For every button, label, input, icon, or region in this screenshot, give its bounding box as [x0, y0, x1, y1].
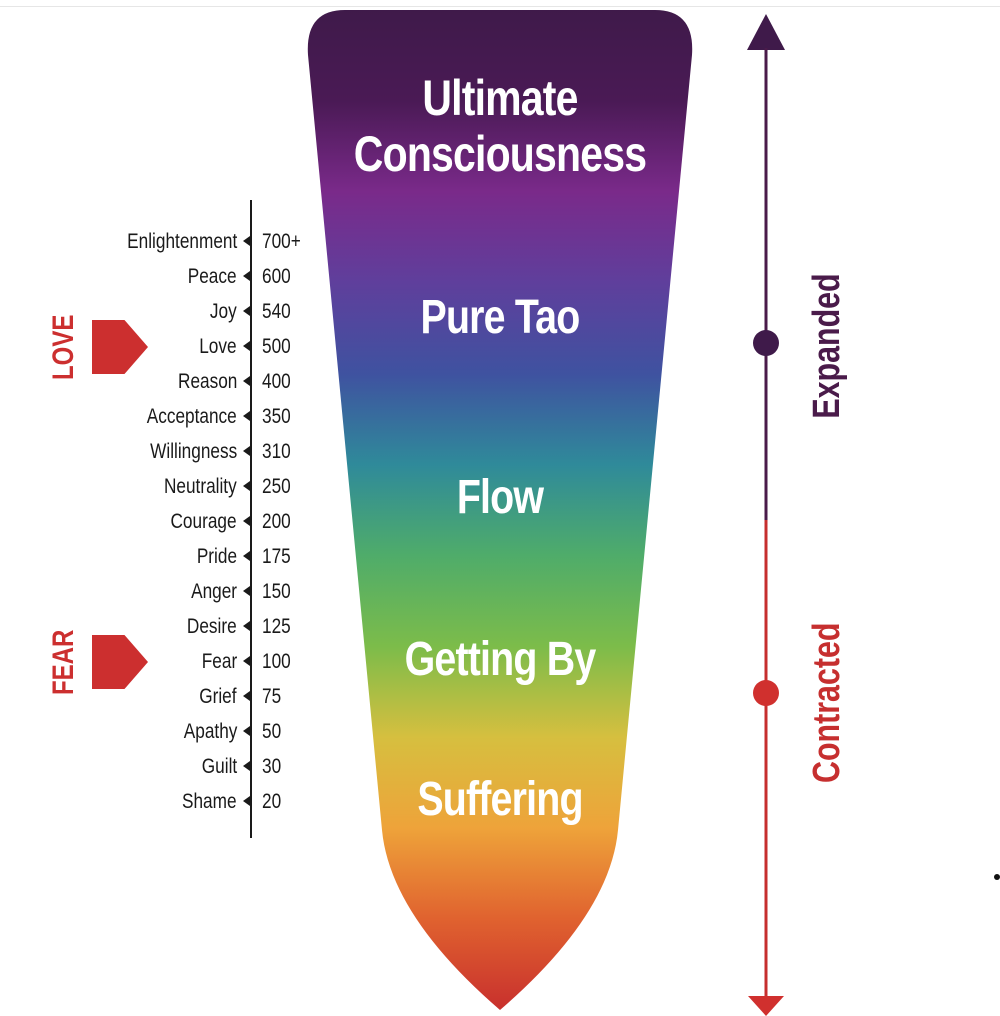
- level-value: 30: [262, 755, 282, 778]
- level-name: Willingness: [149, 440, 237, 463]
- level-tick-icon: [243, 411, 250, 421]
- level-tick-icon: [243, 481, 250, 491]
- level-name: Grief: [199, 685, 237, 708]
- level-row: Courage 200: [60, 504, 320, 539]
- level-row: Peace 600: [60, 259, 320, 294]
- level-name: Courage: [170, 510, 237, 533]
- level-tick-icon: [243, 586, 250, 596]
- level-value: 540: [262, 300, 291, 323]
- level-value: 100: [262, 650, 291, 673]
- axis-up-arrow-icon: [747, 14, 785, 50]
- level-name: Desire: [187, 615, 237, 638]
- level-row: Fear 100: [60, 644, 320, 679]
- level-tick-icon: [243, 621, 250, 631]
- level-name: Fear: [201, 650, 237, 673]
- level-value: 350: [262, 405, 291, 428]
- level-name: Enlightenment: [126, 230, 237, 253]
- level-row: Enlightenment 700+: [60, 224, 320, 259]
- level-tick-icon: [243, 306, 250, 316]
- level-tick-icon: [243, 516, 250, 526]
- level-value: 500: [262, 335, 291, 358]
- expanded-contracted-axis: [747, 14, 785, 1016]
- level-tick-icon: [243, 761, 250, 771]
- stray-dot: [994, 874, 1000, 880]
- level-tick-icon: [243, 271, 250, 281]
- level-value: 20: [262, 790, 282, 813]
- consciousness-funnel: [307, 10, 693, 1010]
- level-value: 150: [262, 580, 291, 603]
- level-name: Apathy: [183, 720, 237, 743]
- level-name: Shame: [182, 790, 237, 813]
- level-tick-icon: [243, 691, 250, 701]
- level-name: Anger: [191, 580, 237, 603]
- level-value: 310: [262, 440, 291, 463]
- funnel-shape: [307, 10, 693, 1010]
- level-name: Reason: [177, 370, 237, 393]
- level-value: 400: [262, 370, 291, 393]
- level-tick-icon: [243, 551, 250, 561]
- level-name: Peace: [188, 265, 237, 288]
- expanded-label: Expanded: [806, 273, 848, 419]
- stage-label-line: Suffering: [417, 773, 583, 826]
- level-row: Anger 150: [60, 574, 320, 609]
- level-value: 175: [262, 545, 291, 568]
- level-row: Apathy 50: [60, 714, 320, 749]
- stage-getting-by: Getting By: [336, 632, 664, 688]
- level-name: Joy: [210, 300, 237, 323]
- level-row: Acceptance 350: [60, 399, 320, 434]
- level-row: Pride 175: [60, 539, 320, 574]
- level-name: Acceptance: [147, 405, 237, 428]
- level-row: Joy 540: [60, 294, 320, 329]
- top-rule: [0, 6, 1000, 7]
- level-value: 75: [262, 685, 282, 708]
- axis-down-arrow-icon: [748, 996, 784, 1016]
- level-value: 200: [262, 510, 291, 533]
- expanded-dot-icon: [753, 330, 779, 356]
- stage-flow: Flow: [336, 470, 664, 526]
- level-tick-icon: [243, 796, 250, 806]
- level-row: Love 500: [60, 329, 320, 364]
- level-tick-icon: [243, 376, 250, 386]
- level-row: Reason 400: [60, 364, 320, 399]
- level-row: Guilt 30: [60, 749, 320, 784]
- level-value: 600: [262, 265, 291, 288]
- fear-label: FEAR: [47, 629, 80, 695]
- level-name: Neutrality: [164, 475, 237, 498]
- stage-label-line: Ultimate: [422, 70, 578, 126]
- level-tick-icon: [243, 656, 250, 666]
- stage-label-line: Consciousness: [353, 126, 647, 182]
- stage-suffering: Suffering: [336, 772, 664, 828]
- love-label: LOVE: [47, 314, 80, 380]
- stage-label-line: Getting By: [404, 633, 597, 686]
- level-tick-icon: [243, 341, 250, 351]
- level-tick-icon: [243, 236, 250, 246]
- contracted-dot-icon: [753, 680, 779, 706]
- level-row: Willingness 310: [60, 434, 320, 469]
- level-value: 125: [262, 615, 291, 638]
- level-name: Love: [199, 335, 237, 358]
- level-row: Shame 20: [60, 784, 320, 819]
- stage-label-line: Pure Tao: [420, 291, 581, 344]
- level-row: Grief 75: [60, 679, 320, 714]
- level-name: Pride: [196, 545, 237, 568]
- level-value: 50: [262, 720, 282, 743]
- stage-label-line: Flow: [456, 471, 544, 524]
- scale-axis: [250, 200, 252, 838]
- stage-pure-tao: Pure Tao: [336, 290, 664, 346]
- contracted-label: Contracted: [806, 622, 848, 783]
- level-row: Neutrality 250: [60, 469, 320, 504]
- level-tick-icon: [243, 446, 250, 456]
- level-row: Desire 125: [60, 609, 320, 644]
- level-name: Guilt: [201, 755, 237, 778]
- level-tick-icon: [243, 726, 250, 736]
- level-value: 700+: [262, 230, 301, 253]
- level-value: 250: [262, 475, 291, 498]
